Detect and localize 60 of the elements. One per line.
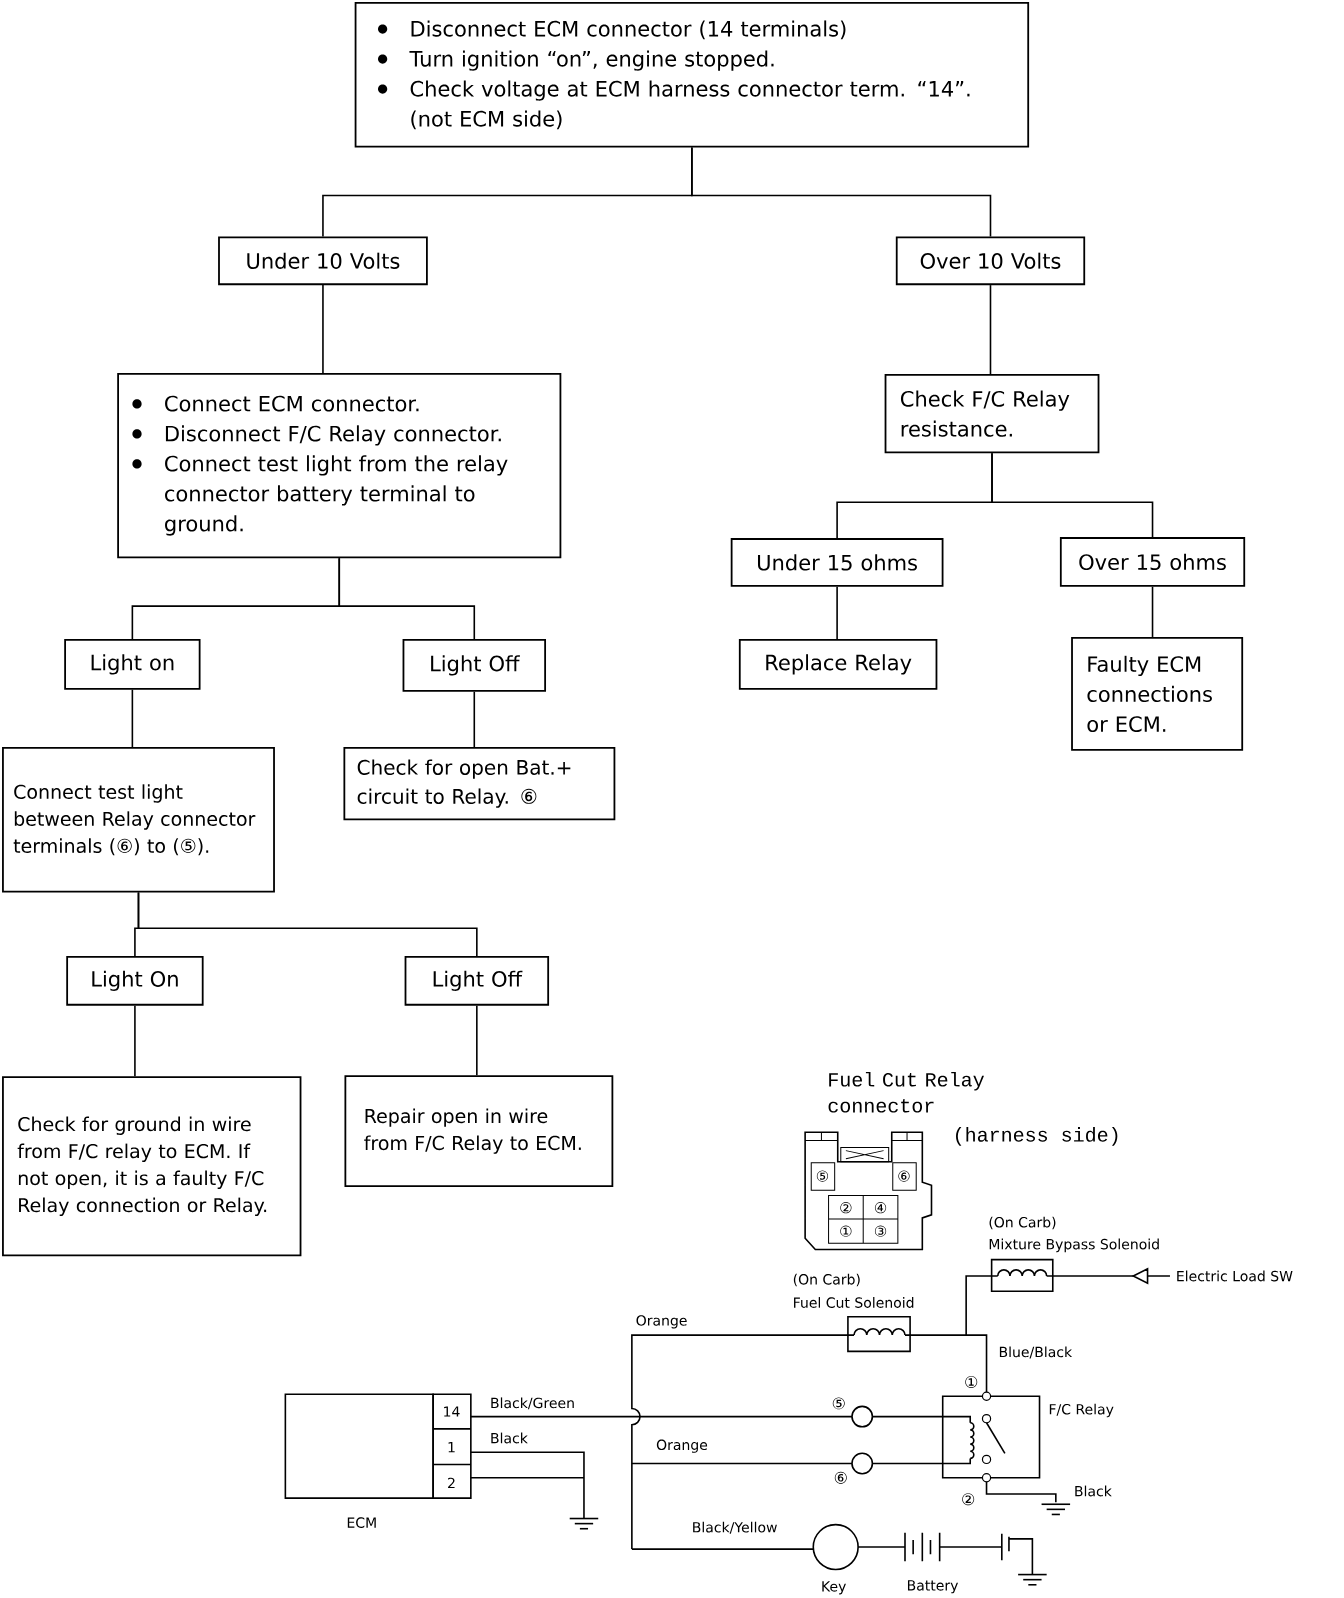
pin-number: ② [840,1202,852,1214]
pin-number: ② [962,1493,975,1506]
flowchart-box: Light Off [402,639,546,692]
flowchart-box: Light on [64,639,201,690]
wire-label: Black [491,1432,528,1444]
connector-note: (harness side) [955,1127,1118,1146]
connector-title: Fuel Cut Relay connector [828,1071,984,1113]
connector-line [690,146,992,238]
terminal-number: 1 [448,1442,455,1453]
component-label: Electric Load SW [1177,1270,1293,1282]
pin-number: ⑥ [834,1471,847,1484]
component-label: Key [822,1581,846,1595]
wire-label: Blue/Black [999,1346,1072,1359]
flowchart-box: Repair open in wire from F/C Relay to ECM. [344,1075,614,1188]
pin-number: ① [840,1225,852,1237]
component-label: Battery [907,1580,958,1594]
wire-label: Black [1075,1485,1112,1497]
flowchart-box: Under 15 ohms [730,538,944,587]
flowchart-box: Light Off [404,955,549,1006]
connector-line [989,284,992,375]
connector-line [473,690,475,748]
connector-line [1151,586,1154,638]
flowchart-box: Over 10 Volts [895,236,1086,286]
connector-line [131,688,134,748]
wire-label: Black/Green [491,1397,574,1410]
flowchart-box: Under 10 Volts [218,236,428,286]
flowchart-box: Check for open Bat.+ circuit to Relay. ⑥ [343,747,616,821]
flowchart-box: Over 15 ohms [1059,537,1246,587]
connector-line [836,586,838,640]
wire-label: Orange [656,1439,707,1453]
component-label: ECM [347,1517,376,1528]
connector-line [338,557,475,640]
flowchart-box: Connect test light between Relay connector terminals (⑥) to (⑤). [1,747,275,893]
pin-number: ④ [874,1202,887,1214]
connector-line [137,891,478,957]
pin-number: ③ [874,1225,887,1237]
connector-line [134,1004,136,1077]
wire-label: Black/Yellow [693,1521,777,1534]
pin-number: ⑥ [898,1170,910,1182]
flowchart-box: Disconnect ECM connector (14 terminals) Turn ignition “on”, engine stopped. Check voltage at ECM harness connector term. “14”. (not ECM side) [354,2,1029,148]
terminal-number: 14 [444,1406,460,1417]
wire-label: Orange [636,1315,687,1329]
pin-number: ⑤ [832,1397,845,1410]
flowchart-box: Check for ground in wire from F/C relay to ECM. If not open, it is a faulty F/C Relay connection or Relay. [1,1076,302,1257]
flowchart-box: Check F/C Relay resistance. [884,374,1100,454]
flowchart-box: Replace Relay [738,639,938,690]
flowchart-box: Light On [66,955,204,1006]
component-label: Fuel Cut Solenoid [793,1297,914,1308]
component-label: F/C Relay [1049,1403,1114,1418]
component-label: (On Carb) [989,1216,1056,1230]
pin-number: ⑤ [816,1170,828,1182]
flowchart-box: Connect ECM connector. Disconnect F/C Relay connector. Connect test light from the relay connector battery terminal to ground. [117,373,562,559]
component-label: (On Carb) [793,1273,860,1287]
flowchart-box: Faulty ECM connections or ECM. [1071,636,1243,751]
terminal-number: 2 [447,1477,455,1489]
connector-line [322,284,324,374]
connector-line [991,452,1154,538]
connector-line [475,1004,478,1076]
pin-number: ① [965,1376,978,1388]
component-label: Mixture Bypass Solenoid [989,1238,1159,1253]
